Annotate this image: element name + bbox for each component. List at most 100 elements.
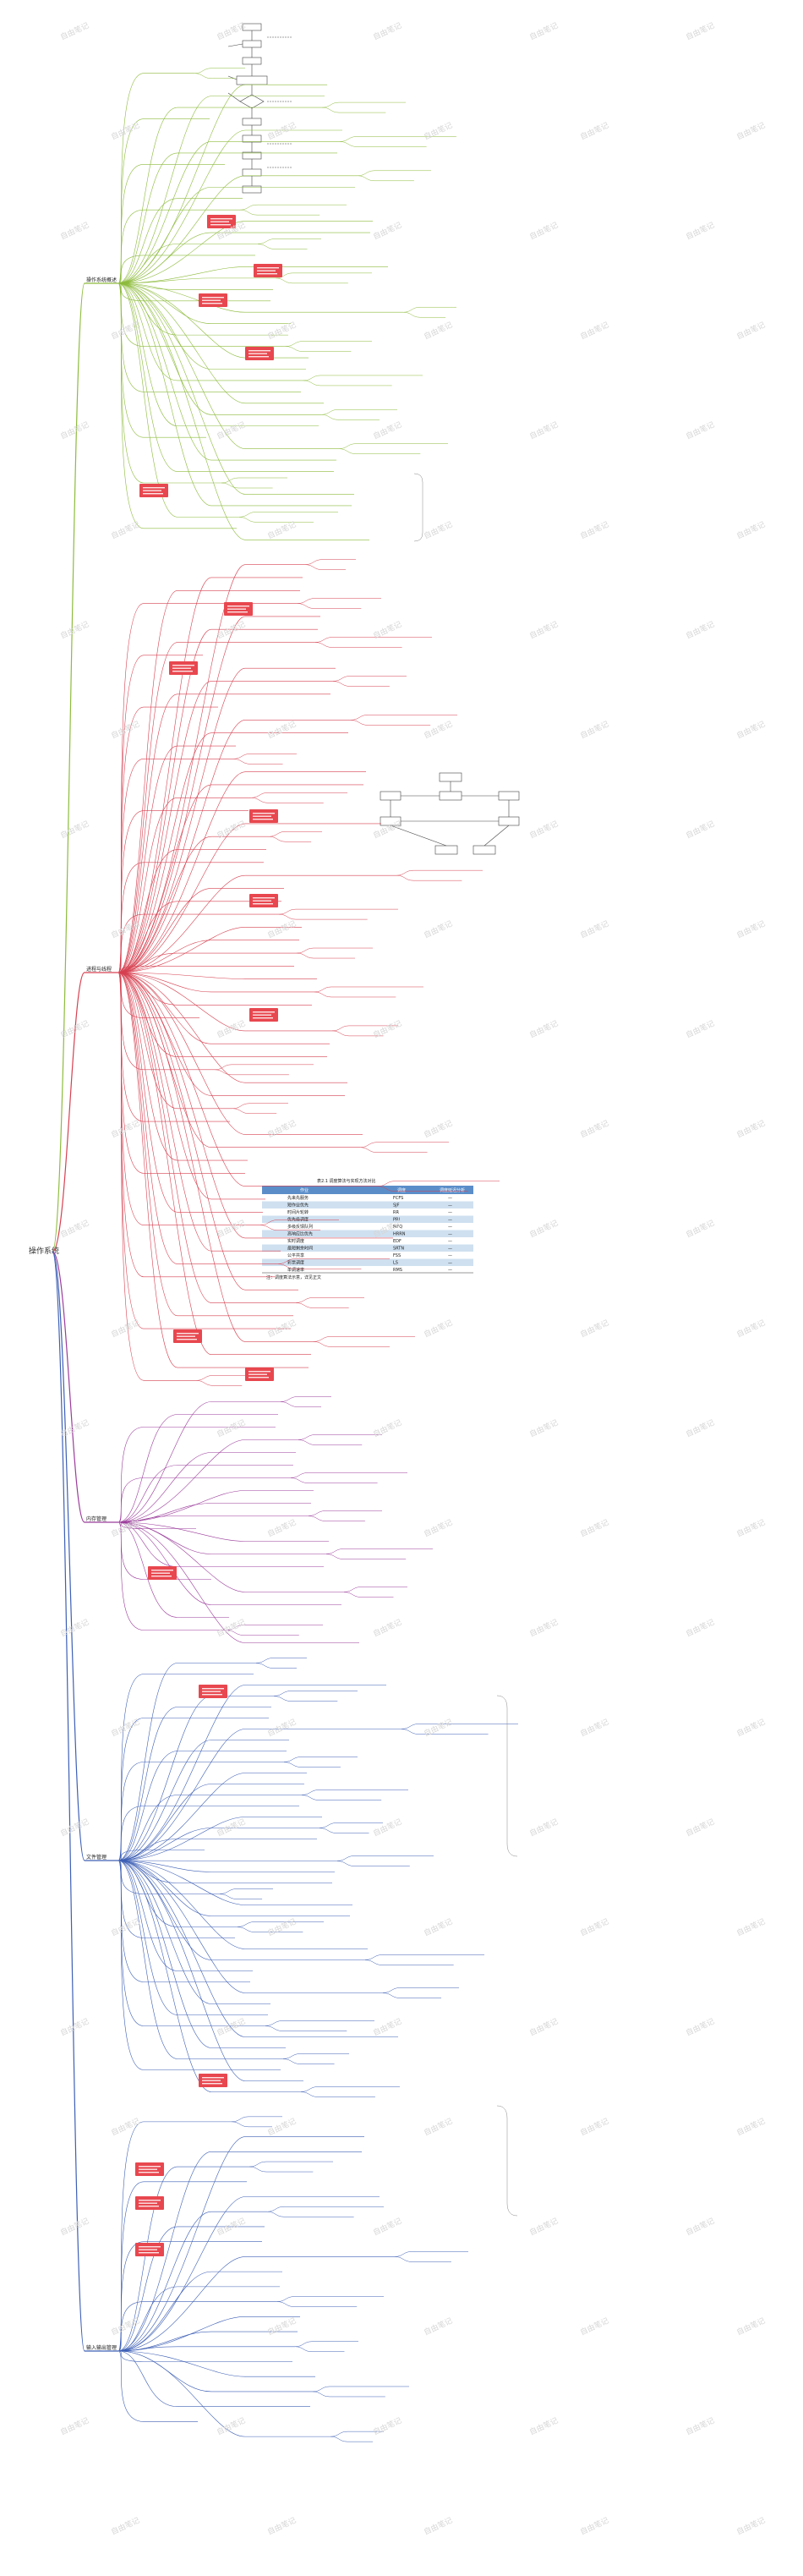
subleaf-line [350,720,431,726]
trunk-connector [52,972,85,1252]
table-cell: 彩票调度 [287,1260,304,1266]
table-cell: 单调速率 [287,1267,304,1273]
branch-label: 文件管理 [86,1854,107,1861]
leaf-connector [117,972,212,1252]
subleaf-line [276,2296,384,2302]
highlight-text-line [253,897,275,899]
highlight-text-line [202,2080,221,2081]
branch-file[interactable]: 文件管理 [52,1251,518,2097]
leaf-connector [117,1860,212,1872]
leaf-connector [117,667,246,973]
table-cell: — [448,1268,452,1273]
highlight-text-line [249,350,270,352]
leaf-connector [117,564,246,973]
subleaf-line [231,2121,272,2128]
subleaf-line [336,1855,434,1861]
leaf-connector [117,282,145,484]
leaf-connector [117,972,246,1342]
subleaf-line [266,2206,384,2212]
table-cell: 时间片轮转 [287,1209,309,1215]
subleaf-line [290,1477,378,1483]
table-cell: 短作业优先 [287,1203,309,1209]
leaf-connector [117,2151,212,2352]
highlight-text-line [139,2168,157,2170]
subleaf-line [330,2436,374,2442]
subleaf-line [339,141,427,147]
subleaf-line [314,986,423,993]
highlight-text-line [253,1017,273,1019]
highlight-text-line [253,903,273,905]
highlight-text-line [172,667,191,669]
table-cell: — [448,1253,452,1258]
subleaf-line [282,2053,349,2059]
leaf-connector [117,1860,246,2081]
subleaf-line [402,306,456,313]
subleaf-line [314,642,402,648]
leaf-connector [117,282,212,461]
table-cell: SRTN [393,1247,404,1252]
subleaf-line [238,517,314,523]
leaf-connector [117,972,145,1122]
leaf-connector [117,1521,145,1631]
subleaf-line [338,448,421,454]
highlight-text-line [139,2246,161,2248]
highlight-text-line [210,218,232,220]
highlight-text-line [139,2172,159,2173]
leaf-connector [117,616,246,973]
branch-io[interactable]: 输入输出管理 [52,1251,468,2442]
leaf-connector [117,1860,212,2048]
subleaf-line [249,2166,314,2173]
root-node[interactable]: 操作系统 [29,1246,59,1256]
leaf-connector [117,152,178,284]
leaf-connector [117,972,178,1368]
highlight-text-line [253,813,275,814]
subleaf-line [303,380,392,386]
subleaf-line [296,947,373,954]
leaf-connector [117,1784,212,1861]
leaf-connector [117,1860,212,1960]
leaf-connector [117,972,178,1264]
leaf-connector [117,282,178,518]
table-cell: — [448,1239,452,1244]
highlight-text-line [151,1572,170,1574]
subleaf-line [298,1434,382,1440]
subleaf-line [214,1064,314,1071]
branch-process[interactable]: 进程与线程 [52,559,500,1386]
subleaf-line [273,1691,358,1696]
subleaf-line [325,1548,433,1554]
subleaf-line [214,1069,289,1076]
leaf-connector [117,2286,178,2352]
subleaf-line [194,73,235,79]
leaf-connector [117,141,212,284]
leaf-connector [117,1521,178,1618]
table-row [262,1223,473,1230]
branch-memory[interactable]: 内存管理 [52,1251,433,1643]
leaf-connector [117,1850,145,1861]
subleaf-line [283,1757,358,1762]
subleaf-line [278,913,368,920]
branch-label: 进程与线程 [86,966,112,973]
subleaf-line [357,175,414,182]
subleaf-line [194,68,245,74]
subleaf-line [300,2086,400,2092]
subleaf-line [283,1762,341,1768]
subleaf-line [285,341,372,347]
leaf-connector [117,1674,145,1861]
table-cell: LS [393,1261,398,1266]
leaf-connector [117,972,178,1213]
subleaf-line [250,792,347,798]
subleaf-line [231,2116,282,2123]
leaf-connector [117,972,246,1291]
branch-intro[interactable]: 操作系统概述 [52,68,456,1252]
leaf-connector [117,282,246,313]
leaf-connector [117,874,246,973]
table-cell: 高响应比优先 [287,1231,313,1237]
subleaf-line [319,1822,383,1828]
leaf-connector [117,784,212,973]
highlight-text-line [202,297,224,299]
branch-label: 输入输出管理 [86,2344,117,2351]
leaf-connector [117,282,178,472]
annotation-brackets [413,473,518,2217]
leaf-connector [117,972,246,979]
